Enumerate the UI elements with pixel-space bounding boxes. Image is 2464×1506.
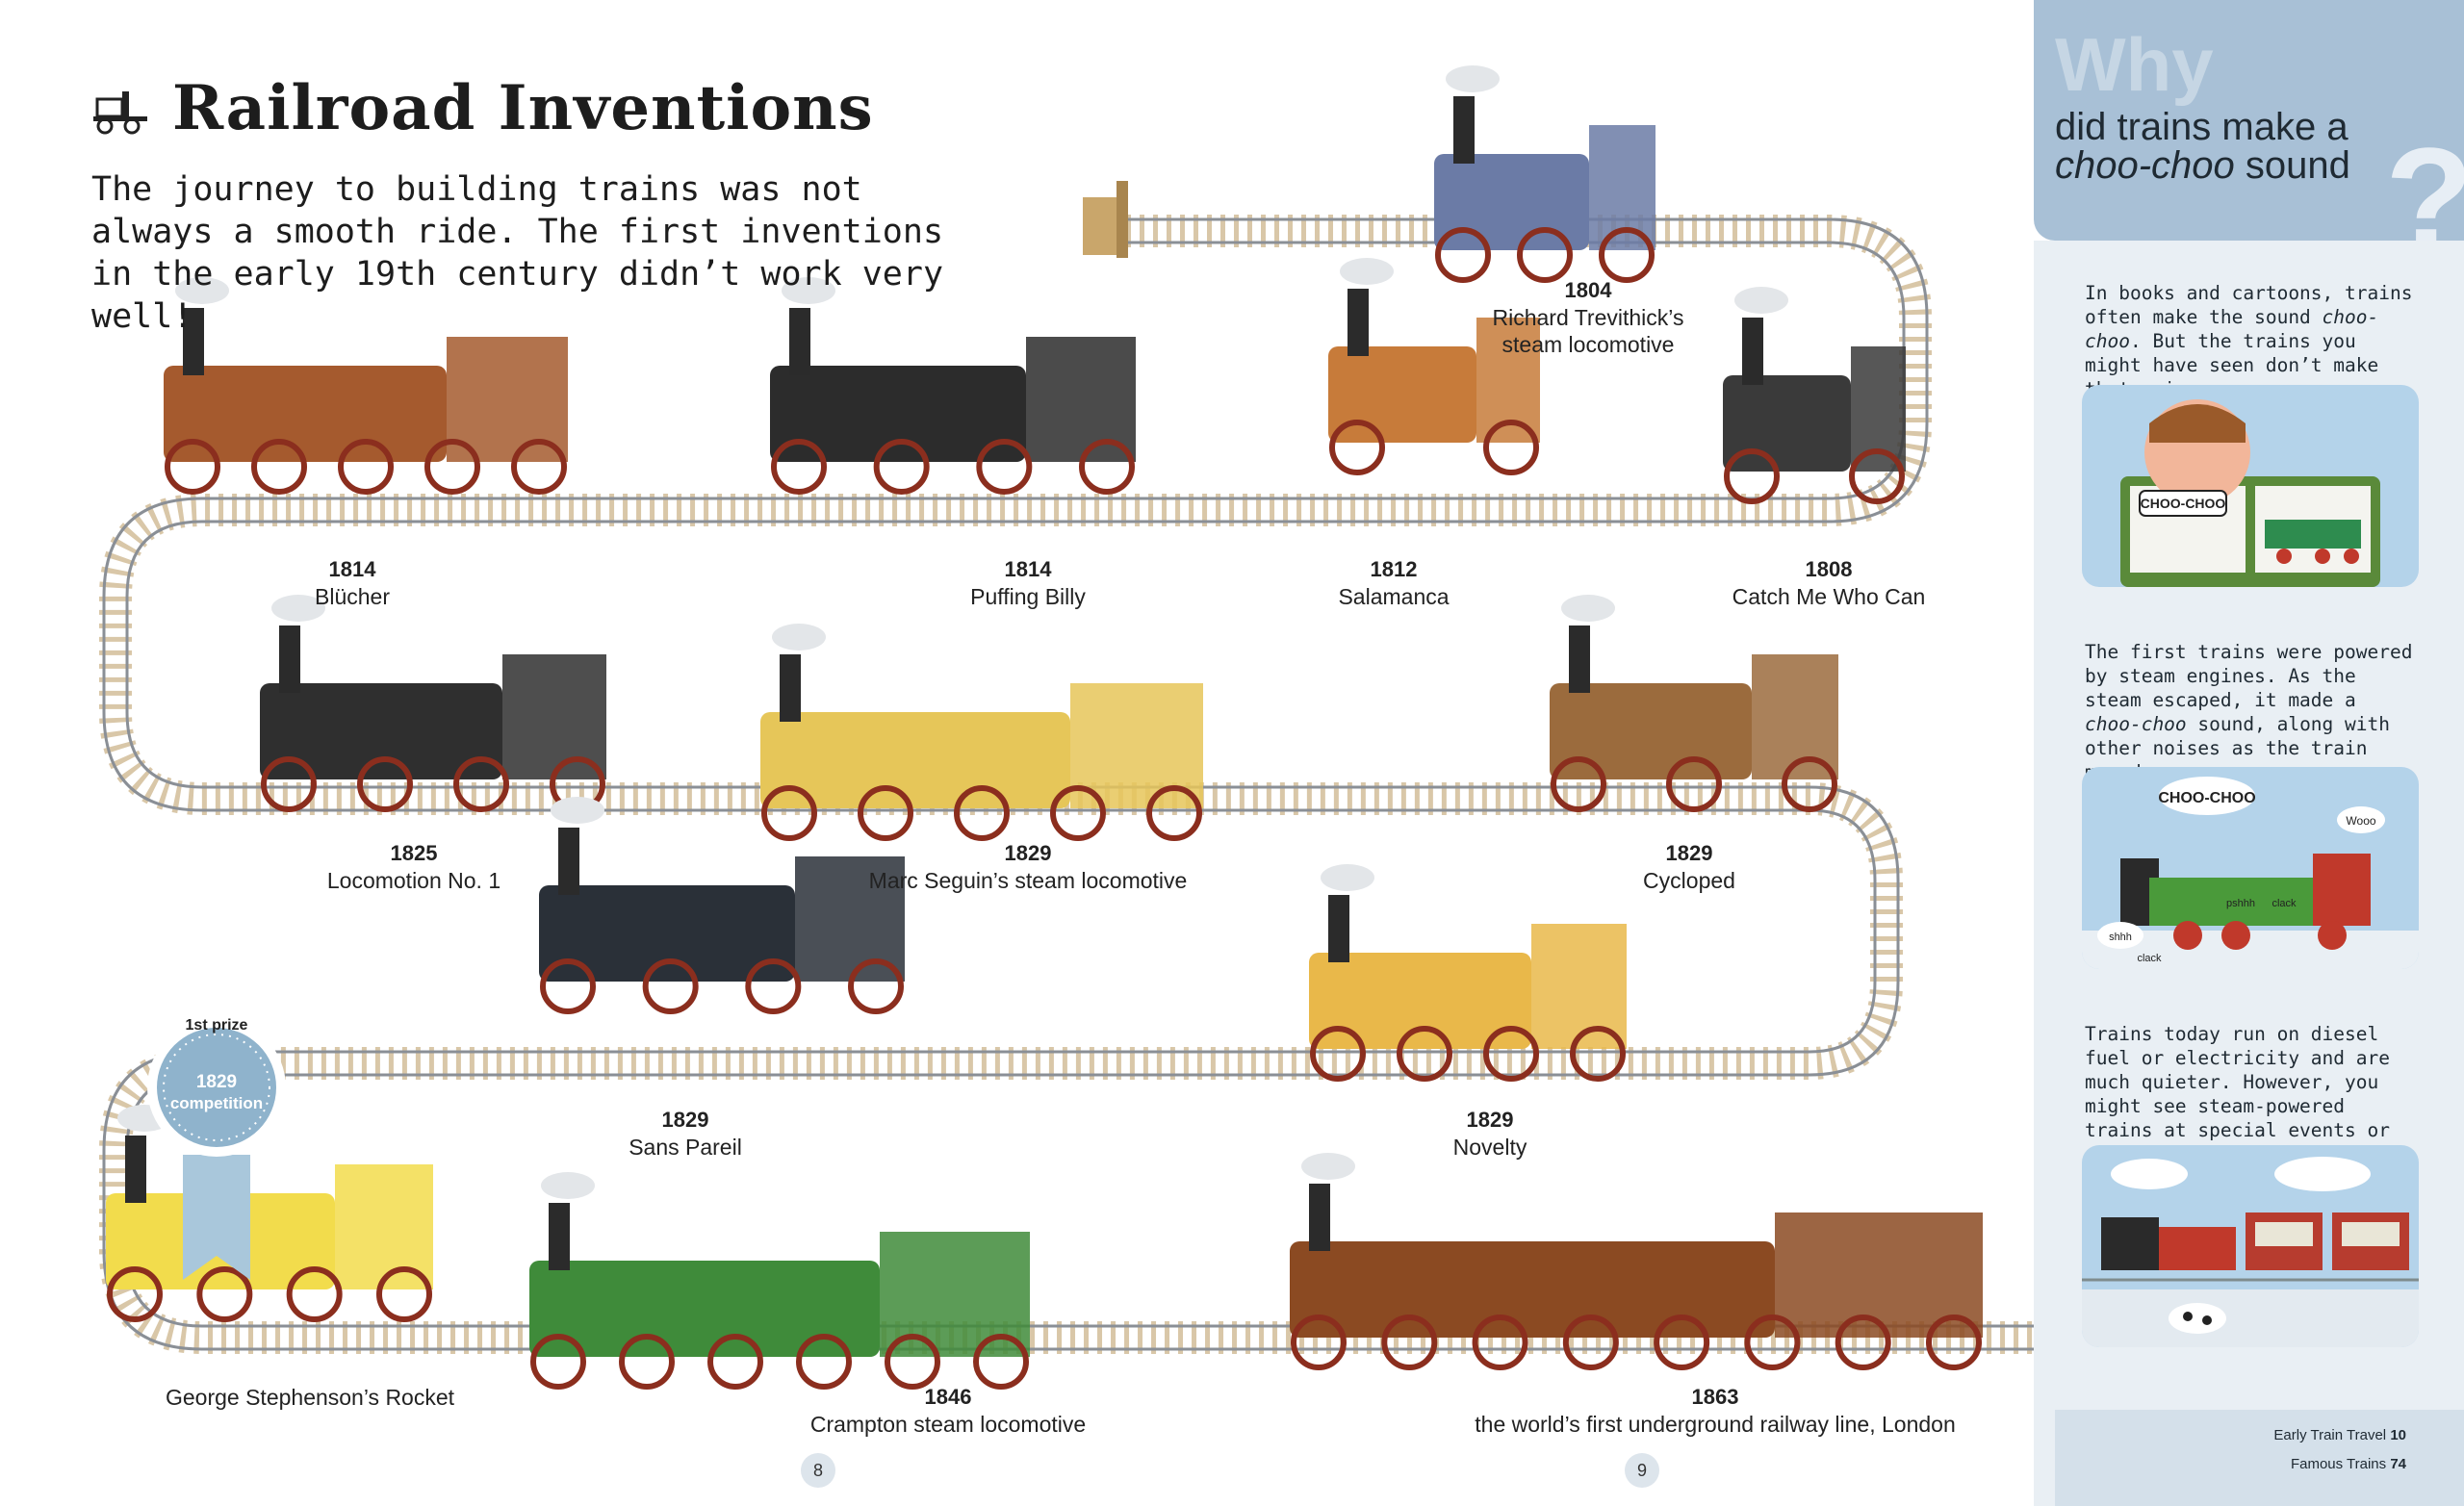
panel-book-illustration: CHOO-CHOO — [2082, 385, 2419, 587]
locomotive-2 — [1723, 287, 1906, 504]
footer-link-early-travel[interactable]: Early Train Travel 10 — [2273, 1427, 2406, 1443]
sidebar-paragraph-1: In books and cartoons, trains often make… — [2085, 282, 2413, 400]
train-illustrations — [106, 65, 1983, 1390]
page-number-left: 8 — [801, 1453, 835, 1488]
train-icon — [93, 90, 147, 134]
caption-rocket: George Stephenson’s Rocket — [165, 1385, 455, 1410]
sidebar-header: Why did trains make a choo-choo sound ? — [2034, 0, 2464, 279]
panel-steam-train: CHOO-CHOO Wooo shhh clack pshhh clack — [2082, 767, 2419, 969]
badge-top-text: 1st prize — [186, 1017, 248, 1034]
locomotive-3 — [1328, 258, 1540, 475]
locomotive-6 — [260, 595, 606, 812]
question-line-2: choo-choo sound — [2055, 144, 2350, 187]
locomotive-1 — [1434, 65, 1656, 283]
locomotive-9 — [539, 797, 905, 1014]
page-title: Railroad Inventions — [172, 72, 874, 144]
locomotive-7 — [760, 624, 1203, 841]
badge-competition: competition — [170, 1094, 263, 1112]
panel-steam-train-park — [2082, 1145, 2419, 1347]
question-line-1: did trains make a — [2055, 106, 2348, 148]
panel2-pshhh: pshhh — [2226, 898, 2255, 909]
title-block: Railroad Inventions — [91, 72, 874, 144]
panel2-shhh: shhh — [2109, 932, 2132, 943]
locomotive-10 — [1309, 864, 1627, 1082]
badge-year: 1829 — [196, 1072, 237, 1092]
panel2-clack-2: clack — [2272, 898, 2297, 909]
buffer-stop — [1083, 181, 1128, 258]
panel1-choo-choo: CHOO-CHOO — [2141, 496, 2226, 511]
panel2-choo-choo: CHOO-CHOO — [2158, 790, 2255, 806]
intro-paragraph: The journey to building trains was not a… — [91, 170, 944, 336]
panel2-clack-1: clack — [2137, 953, 2162, 964]
footer-link-famous-trains[interactable]: Famous Trains 74 — [2290, 1456, 2406, 1472]
locomotive-13 — [1290, 1153, 1983, 1370]
panel2-wooo: Wooo — [2346, 814, 2375, 828]
prize-badge: 1st prize 1829 competition — [147, 1017, 286, 1280]
sidebar-paragraph-2: The first trains were powered by steam e… — [2085, 641, 2413, 783]
sidebar-paragraph-3: Trains today run on diesel fuel or elect… — [2085, 1023, 2390, 1165]
locomotive-5 — [164, 277, 568, 495]
sidebar-footer: Early Train Travel 10 Famous Trains 74 — [2055, 1410, 2464, 1506]
locomotive-12 — [529, 1172, 1030, 1390]
why-heading: Why — [2055, 22, 2214, 107]
page-number-right: 9 — [1625, 1453, 1659, 1488]
locomotive-4 — [770, 277, 1136, 495]
locomotive-8 — [1550, 595, 1838, 812]
sidebar: Why did trains make a choo-choo sound ? … — [2034, 0, 2464, 1506]
